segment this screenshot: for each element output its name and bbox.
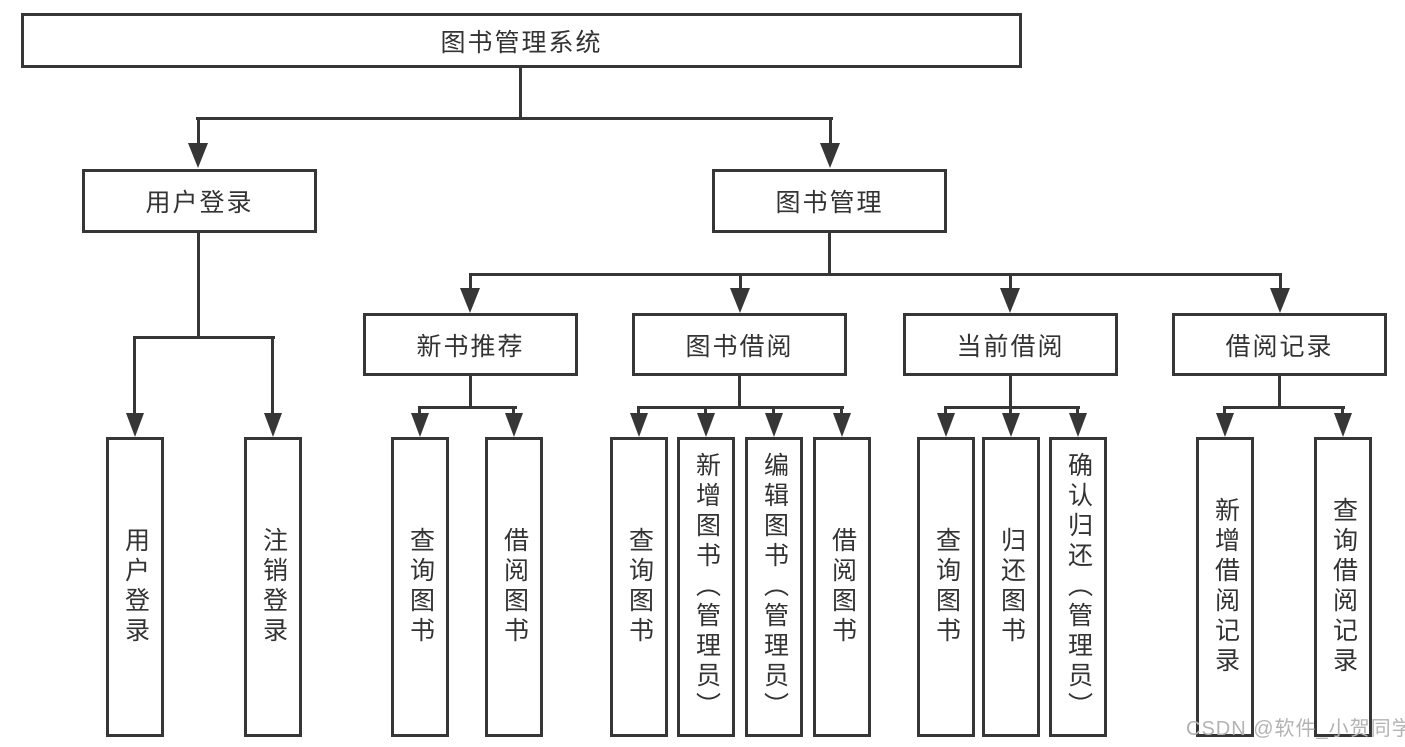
leaf-query-borrow-record: 查询借阅记录 xyxy=(1314,437,1372,737)
leaf-borrow-books-label: 借阅图书 xyxy=(828,527,857,647)
leaf-recommend-query-books: 查询图书 xyxy=(391,437,449,737)
leaf-add-books-admin: 新增图书（管理员） xyxy=(677,437,735,737)
node-current-borrow: 当前借阅 xyxy=(903,313,1118,376)
connector-line xyxy=(519,66,522,120)
leaf-query-borrow-record-label: 查询借阅记录 xyxy=(1329,497,1358,677)
connector-line xyxy=(828,233,831,276)
arrow-down-icon xyxy=(1216,413,1234,437)
arrow-down-icon xyxy=(1069,413,1087,437)
leaf-add-borrow-record-label: 新增借阅记录 xyxy=(1211,497,1240,677)
arrow-down-icon xyxy=(765,413,783,437)
leaf-add-borrow-record: 新增借阅记录 xyxy=(1196,437,1254,737)
leaf-user-login: 用户登录 xyxy=(106,437,164,737)
arrow-down-icon xyxy=(460,288,480,313)
arrow-down-icon xyxy=(1334,413,1352,437)
connector-line xyxy=(1076,406,1079,416)
arrow-down-icon xyxy=(820,143,840,168)
arrow-down-icon xyxy=(937,413,955,437)
node-book-management: 图书管理 xyxy=(712,169,947,233)
leaf-logout-label: 注销登录 xyxy=(259,527,288,647)
connector-line xyxy=(1278,376,1281,409)
leaf-recommend-borrow-books: 借阅图书 xyxy=(485,437,543,737)
node-new-book-recommend: 新书推荐 xyxy=(363,313,578,376)
connector-line xyxy=(271,336,274,414)
leaf-borrow-query-books: 查询图书 xyxy=(610,437,668,737)
connector-line xyxy=(418,406,421,416)
connector-line xyxy=(469,376,472,409)
connector-line xyxy=(637,406,844,409)
arrow-down-icon xyxy=(1270,288,1290,313)
arrow-down-icon xyxy=(505,413,523,437)
leaf-current-query-books: 查询图书 xyxy=(917,437,975,737)
node-user-login: 用户登录 xyxy=(82,169,317,233)
leaf-recommend-query-books-label: 查询图书 xyxy=(406,527,435,647)
arrow-down-icon xyxy=(1000,288,1020,313)
connector-line xyxy=(1223,406,1226,416)
node-current-borrow-label: 当前借阅 xyxy=(956,332,1065,361)
arrow-down-icon xyxy=(833,413,851,437)
connector-line xyxy=(197,233,200,339)
connector-line xyxy=(738,376,741,409)
connector-line xyxy=(469,273,472,291)
connector-line xyxy=(1279,273,1282,291)
connector-line xyxy=(133,336,136,414)
connector-line xyxy=(1009,273,1012,291)
arrow-down-icon xyxy=(1002,413,1020,437)
leaf-borrow-books: 借阅图书 xyxy=(813,437,871,737)
connector-line xyxy=(840,406,843,416)
connector-line xyxy=(196,117,833,120)
leaf-user-login-label: 用户登录 xyxy=(121,527,150,647)
arrow-down-icon xyxy=(126,413,144,437)
leaf-borrow-query-books-label: 查询图书 xyxy=(625,527,654,647)
arrow-down-icon xyxy=(697,413,715,437)
leaf-current-query-books-label: 查询图书 xyxy=(932,527,961,647)
connector-line xyxy=(739,273,742,291)
connector-line xyxy=(704,406,707,416)
connector-line xyxy=(1223,406,1345,409)
arrow-down-icon xyxy=(411,413,429,437)
arrow-down-icon xyxy=(730,288,750,313)
leaf-return-books-label: 归还图书 xyxy=(997,527,1026,647)
connector-line xyxy=(418,406,517,409)
node-system-root-label: 图书管理系统 xyxy=(440,28,603,57)
node-book-borrow: 图书借阅 xyxy=(632,313,847,376)
connector-line xyxy=(637,406,640,416)
connector-line xyxy=(772,406,775,416)
csdn-watermark: CSDN @软件_小贺同学 xyxy=(1186,718,1405,740)
connector-line xyxy=(512,406,515,416)
connector-line xyxy=(197,117,200,145)
connector-line xyxy=(944,406,1080,409)
node-borrow-record: 借阅记录 xyxy=(1172,313,1387,376)
node-borrow-record-label: 借阅记录 xyxy=(1225,332,1334,361)
connector-line xyxy=(469,273,1282,276)
node-system-root: 图书管理系统 xyxy=(21,13,1022,68)
node-book-management-label: 图书管理 xyxy=(775,189,884,217)
arrow-down-icon xyxy=(264,413,282,437)
connector-line xyxy=(1009,406,1012,416)
leaf-confirm-return-admin: 确认归还（管理员） xyxy=(1049,437,1107,737)
arrow-down-icon xyxy=(188,143,208,168)
node-user-login-label: 用户登录 xyxy=(145,189,254,217)
leaf-add-books-admin-label: 新增图书（管理员） xyxy=(692,452,721,722)
connector-line xyxy=(829,117,832,145)
leaf-logout: 注销登录 xyxy=(244,437,302,737)
leaf-recommend-borrow-books-label: 借阅图书 xyxy=(500,527,529,647)
connector-line xyxy=(1341,406,1344,416)
connector-line xyxy=(133,336,275,339)
leaf-confirm-return-admin-label: 确认归还（管理员） xyxy=(1064,452,1093,722)
connector-line xyxy=(1009,376,1012,409)
leaf-edit-books-admin-label: 编辑图书（管理员） xyxy=(760,452,789,722)
node-new-book-recommend-label: 新书推荐 xyxy=(416,332,525,361)
connector-line xyxy=(944,406,947,416)
leaf-return-books: 归还图书 xyxy=(982,437,1040,737)
leaf-edit-books-admin: 编辑图书（管理员） xyxy=(745,437,803,737)
arrow-down-icon xyxy=(630,413,648,437)
node-book-borrow-label: 图书借阅 xyxy=(685,332,794,361)
